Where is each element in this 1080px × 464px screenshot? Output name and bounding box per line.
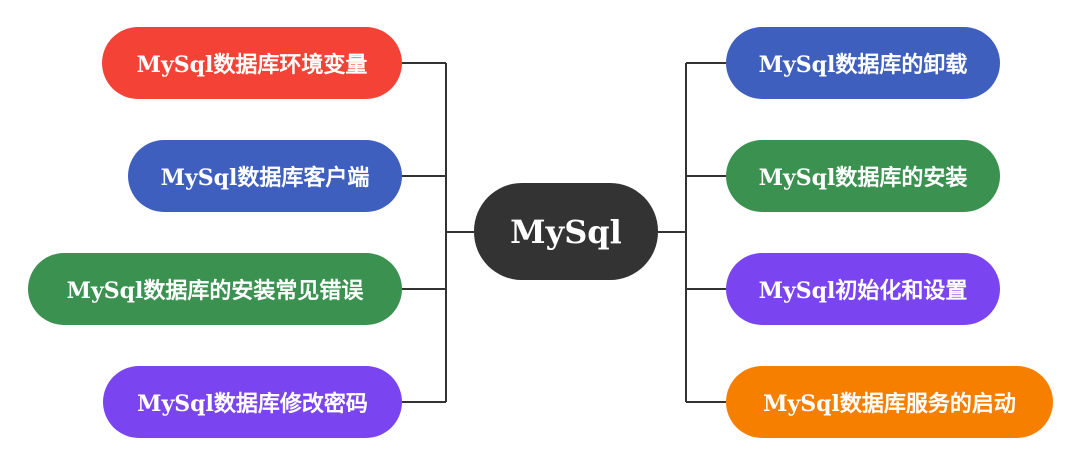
topic-mysql-client[interactable]: MySql数据库客户端 [128, 140, 402, 212]
topic-mysql-env-variables[interactable]: MySql数据库环境变量 [102, 27, 402, 99]
topic-mysql-init-settings[interactable]: MySql初始化和设置 [726, 253, 1000, 325]
topic-mysql-uninstall[interactable]: MySql数据库的卸载 [726, 27, 1000, 99]
topic-mysql-install-errors[interactable]: MySql数据库的安装常见错误 [28, 253, 402, 325]
topic-mysql-change-password[interactable]: MySql数据库修改密码 [103, 366, 402, 438]
central-topic-mysql[interactable]: MySql [474, 183, 658, 280]
topic-mysql-install[interactable]: MySql数据库的安装 [726, 140, 1000, 212]
topic-mysql-service-start[interactable]: MySql数据库服务的启动 [726, 366, 1053, 438]
